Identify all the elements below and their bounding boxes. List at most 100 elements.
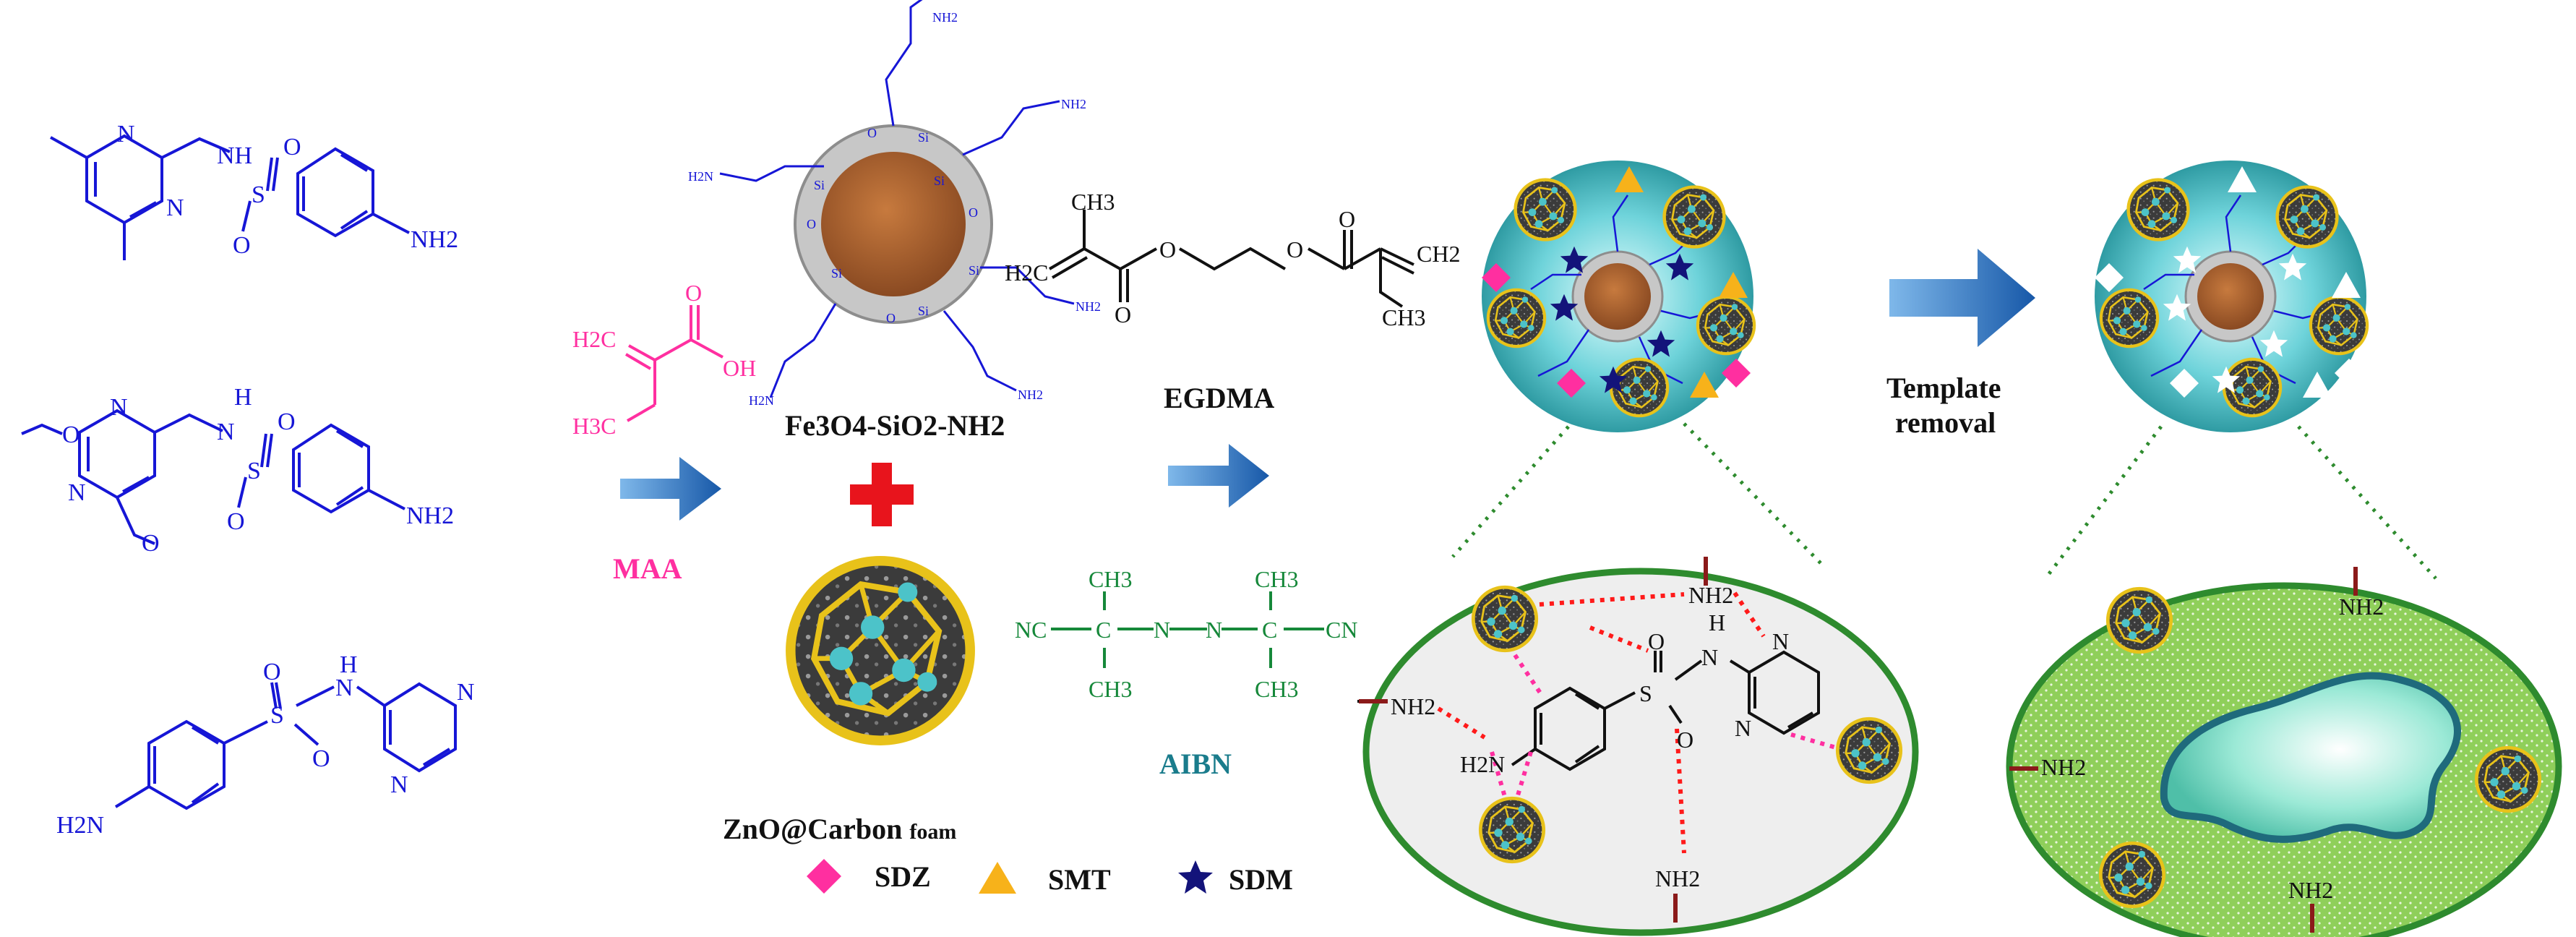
fe3o4-nh2-1: NH2 — [932, 10, 958, 25]
maa-h3c: H3C — [572, 413, 616, 439]
fe3o4-si-5: Si — [918, 304, 929, 318]
legend: SDZ SMT SDM — [807, 859, 1293, 896]
egdma-ch3-2: CH3 — [1382, 304, 1425, 330]
amine-bar-1 — [1704, 557, 1708, 586]
zoom-left-o-bot: O — [1677, 727, 1693, 753]
molecule-sdz-labels: O S O H N N N H2N — [56, 651, 475, 839]
molecule-smt-labels: N N NH O S O NH2 — [117, 121, 458, 259]
maa-labels: H2C O OH H3C MAA — [572, 280, 756, 585]
egdma-o-1: O — [1159, 236, 1176, 262]
molecule-sdz — [114, 682, 457, 810]
sdz-atom-s: S — [270, 702, 284, 729]
sdm-atom-o-top: O — [62, 422, 80, 448]
egdma-o-4: O — [1339, 206, 1355, 232]
zoom-left-h2n: H2N — [1460, 751, 1505, 777]
aibn-name: AIBN — [1159, 748, 1232, 780]
sdm-atom-n: N — [217, 419, 235, 445]
sdm-atom-nh2: NH2 — [406, 502, 454, 529]
sdm-atom-o1: O — [278, 408, 296, 435]
zoom-left-nh2-top: NH2 — [1688, 582, 1733, 608]
fe3o4-o-1: O — [867, 126, 877, 140]
zoom-right-nh2-left: NH2 — [2041, 754, 2086, 780]
smt-atom-s: S — [252, 181, 265, 208]
amine-bar-3 — [1673, 894, 1678, 923]
molecule-egdma — [1048, 210, 1414, 308]
legend-sdz-label: SDZ — [875, 860, 931, 893]
maa-name: MAA — [613, 552, 682, 585]
zoom-ellipse-cavity — [2006, 567, 2562, 937]
molecule-smt — [50, 134, 410, 260]
zno-carbon-name: ZnO@Carbon foam — [723, 813, 956, 845]
maa-o: O — [685, 280, 702, 306]
amine-bar-r3 — [2310, 904, 2314, 933]
fe3o4-labels: Si Si Si Si Si Si O O O O NH2 NH2 NH2 NH… — [688, 10, 1101, 442]
egdma-o-2: O — [1115, 301, 1131, 328]
zoom-left-o-top: O — [1648, 628, 1665, 654]
cavity — [2160, 672, 2461, 843]
aibn-ch3-4: CH3 — [1255, 676, 1298, 702]
fe3o4-sio2-nh2-particle — [719, 0, 1075, 398]
maa-oh: OH — [723, 355, 756, 381]
sdm-atom-o2: O — [227, 508, 245, 535]
molecule-sdm — [21, 408, 405, 545]
maa-h2c: H2C — [572, 326, 616, 352]
template-removal-line2: removal — [1895, 406, 1996, 439]
fe3o4-o-3: O — [807, 217, 816, 231]
template-removal-line1: Template — [1886, 372, 2001, 404]
aibn-nc: NC — [1015, 617, 1047, 643]
sdm-atom-s: S — [247, 458, 261, 484]
fe3o4-o-4: O — [886, 311, 896, 325]
fe3o4-nh2-4: NH2 — [1018, 388, 1043, 402]
egdma-ch3: CH3 — [1071, 189, 1115, 215]
zoom-right-nh2-bottom: NH2 — [2288, 877, 2333, 903]
sdz-atom-h: H — [340, 651, 358, 678]
molecule-maa — [624, 305, 724, 422]
arrow-template-removal — [1889, 249, 2035, 347]
aibn-ch3-1: CH3 — [1089, 566, 1132, 592]
zoom-left-nh2-bottom: NH2 — [1655, 865, 1700, 891]
arrow-right-1 — [620, 457, 721, 521]
aibn-labels: CH3 CH3 CH3 CH3 NC C N N C CN AIBN — [1015, 566, 1357, 780]
sdz-atom-o1: O — [263, 659, 281, 685]
sdz-atom-h2n: H2N — [56, 812, 104, 839]
zoom-left-nh2-left: NH2 — [1391, 693, 1435, 719]
fe3o4-o-2: O — [969, 205, 978, 220]
aibn-ch3-2: CH3 — [1089, 676, 1132, 702]
smt-atom-n1: N — [117, 121, 135, 147]
fe3o4-si-2: Si — [934, 174, 945, 188]
aibn-ch3-3: CH3 — [1255, 566, 1298, 592]
sdm-atom-h: H — [234, 384, 252, 411]
sdz-atom-n: N — [335, 675, 353, 701]
legend-sdm-label: SDM — [1229, 863, 1293, 896]
arrow-right-2 — [1168, 444, 1269, 508]
fe3o4-si-3: Si — [814, 178, 825, 192]
egdma-o-3: O — [1287, 236, 1303, 262]
plus-icon — [850, 463, 914, 526]
fe3o4-h2n-2: H2N — [749, 393, 774, 408]
smt-atom-nh: NH — [217, 142, 252, 169]
aibn-cn: CN — [1326, 617, 1357, 643]
legend-sdz-diamond-icon — [807, 859, 841, 894]
molecule-aibn — [1051, 591, 1324, 668]
amine-bar-2 — [1359, 699, 1388, 703]
zoom-guides — [1451, 422, 2437, 580]
mip-particle-with-templates — [1482, 161, 1754, 432]
legend-smt-triangle-icon — [979, 862, 1016, 894]
smt-atom-o2: O — [233, 232, 251, 259]
zoom-right-labels: NH2 NH2 NH2 — [2041, 594, 2384, 903]
sdz-atom-n2: N — [390, 771, 408, 798]
template-removal-label: Template removal — [1886, 372, 2001, 439]
sdm-atom-n1: N — [110, 394, 128, 421]
mip-particle-cavities — [2095, 161, 2367, 432]
egdma-h2c: H2C — [1005, 260, 1048, 286]
sdm-atom-n2: N — [68, 479, 86, 506]
fe3o4-h2n-1: H2N — [688, 169, 713, 184]
smt-atom-nh2: NH2 — [411, 226, 458, 253]
sdm-atom-o-bot: O — [142, 530, 160, 557]
zoom-left-labels: NH2 NH2 H2N NH2 S O O H N N N — [1391, 582, 1789, 891]
zoom-left-s: S — [1639, 680, 1652, 706]
zoom-right-nh2-top: NH2 — [2339, 594, 2384, 620]
egdma-labels: CH3 H2C O O O O CH2 CH3 EGDMA — [1005, 189, 1460, 414]
aibn-c-2: C — [1262, 617, 1277, 643]
